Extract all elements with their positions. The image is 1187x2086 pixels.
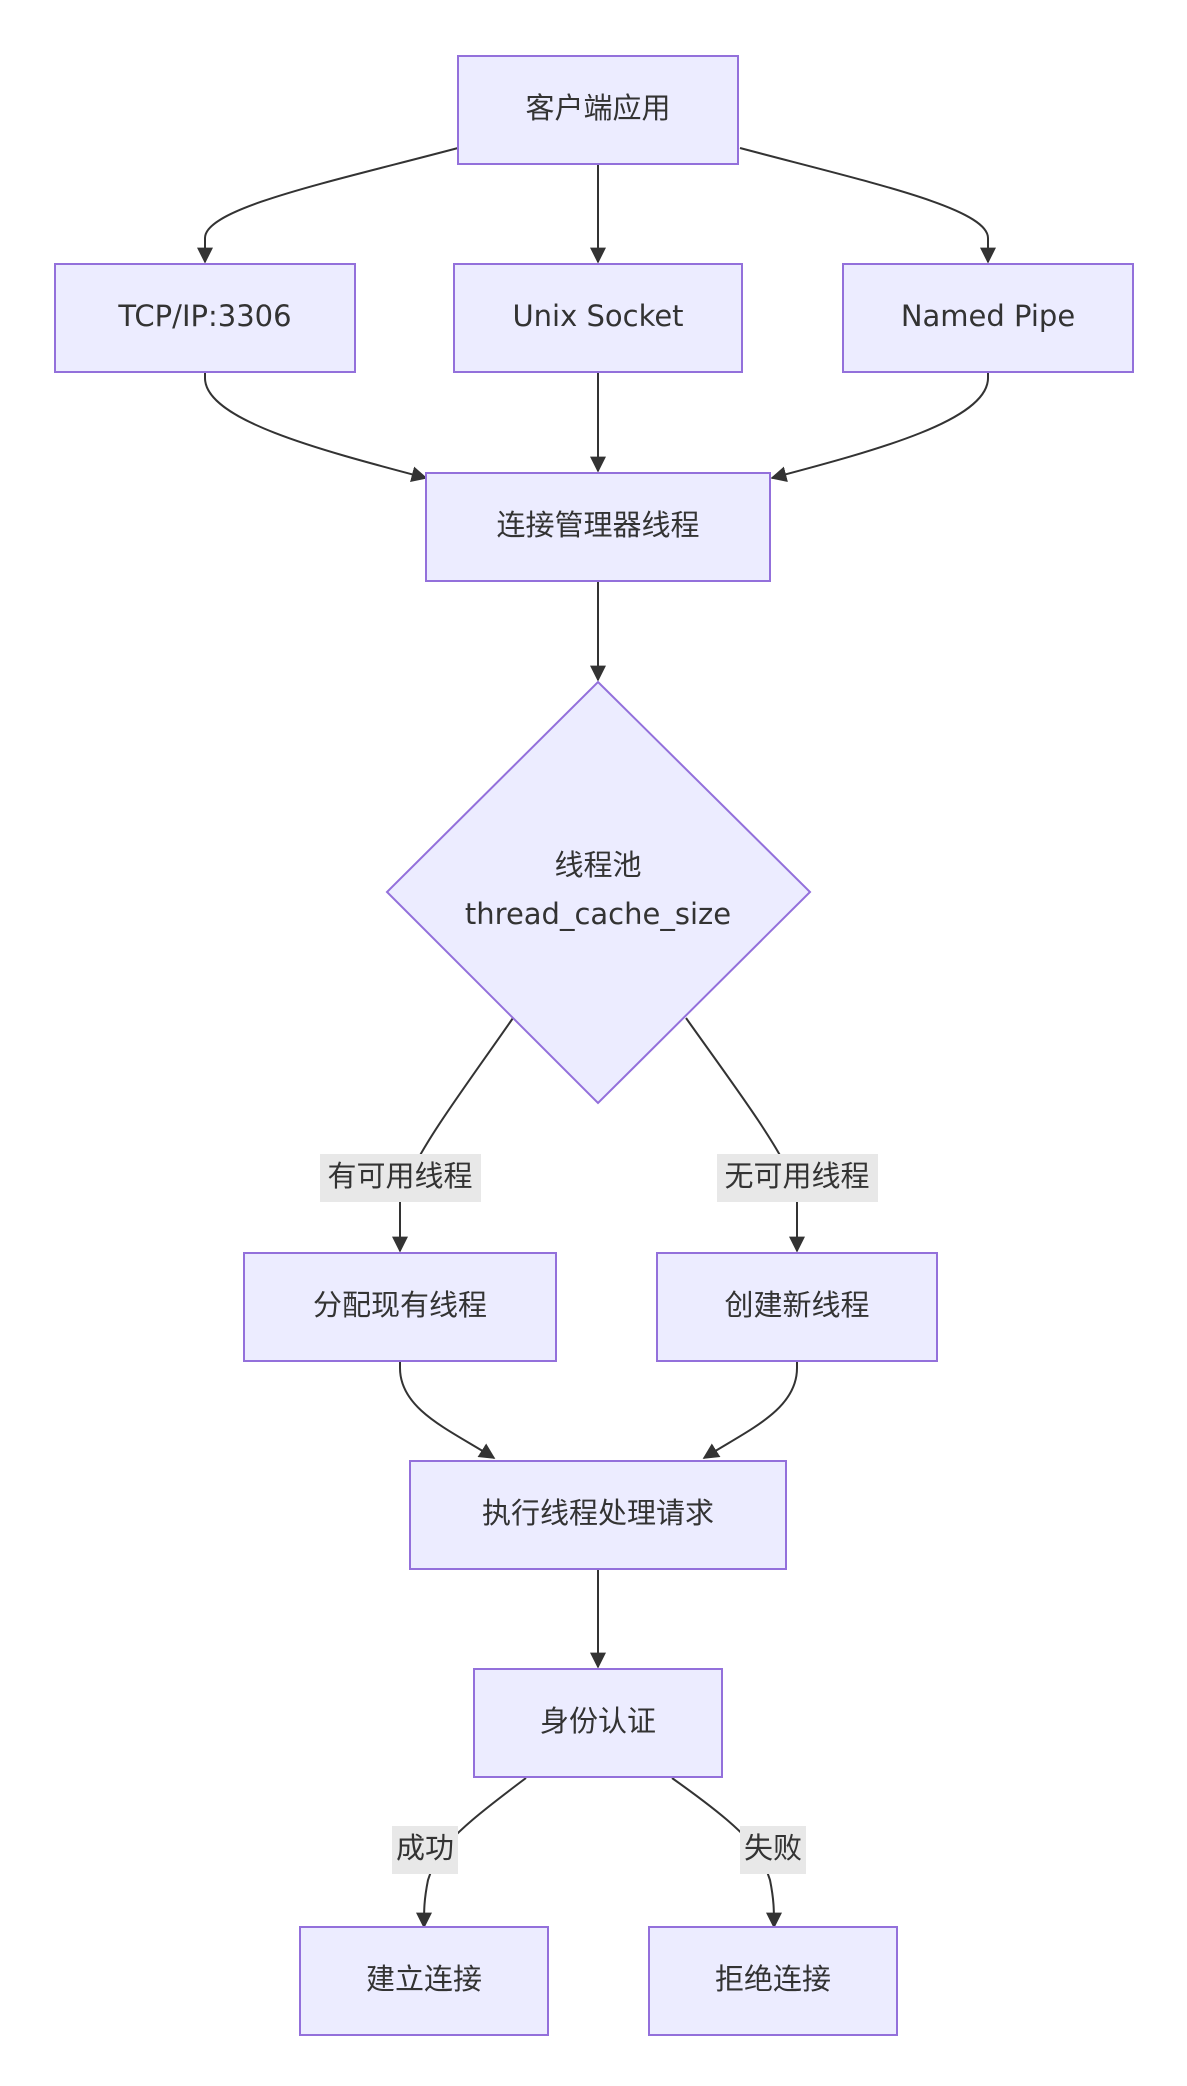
- edge-label-success: 成功: [396, 1831, 454, 1865]
- node-thread-pool-decision[interactable]: 线程池 thread_cache_size: [385, 680, 812, 1105]
- node-establish-connection-box: [299, 1926, 549, 2036]
- node-reject-connection[interactable]: 拒绝连接: [648, 1926, 898, 2036]
- node-unix-socket-label: Unix Socket: [512, 299, 683, 333]
- node-establish-connection[interactable]: 建立连接: [299, 1926, 549, 2036]
- node-unix-socket-box: [453, 263, 743, 373]
- node-connection-manager-box: [425, 472, 771, 582]
- node-connection-manager[interactable]: 连接管理器线程: [425, 472, 771, 582]
- node-assign-existing-thread-label: 分配现有线程: [313, 1288, 487, 1322]
- node-connection-manager-label: 连接管理器线程: [496, 508, 699, 542]
- node-execute-request-label: 执行线程处理请求: [482, 1496, 714, 1530]
- node-authentication-box: [473, 1668, 723, 1778]
- edge-client-to-tcp: [197, 147, 459, 264]
- edge-create-new-to-execute: [702, 1361, 798, 1459]
- node-named-pipe[interactable]: Named Pipe: [842, 263, 1134, 373]
- edge-assign-existing-to-execute: [399, 1361, 496, 1459]
- edge-client-to-pipe: [739, 147, 996, 264]
- edge-thread-pool-to-create-new: [685, 1017, 805, 1253]
- node-thread-pool-label-line2: thread_cache_size: [465, 897, 731, 931]
- node-authentication-label: 身份认证: [540, 1704, 656, 1738]
- node-create-new-thread-box: [656, 1252, 938, 1362]
- edge-thread-pool-to-assign-existing: [392, 1017, 514, 1253]
- edge-pipe-to-conn-manager: [770, 373, 989, 483]
- edge-label-failure: 失败: [744, 1831, 802, 1865]
- node-thread-pool-diamond: [385, 680, 812, 1105]
- node-reject-connection-label: 拒绝连接: [715, 1962, 831, 1996]
- node-client-app[interactable]: 客户端应用: [457, 55, 739, 165]
- node-create-new-thread-label: 创建新线程: [724, 1288, 869, 1322]
- node-establish-connection-label: 建立连接: [366, 1962, 482, 1996]
- node-create-new-thread[interactable]: 创建新线程: [656, 1252, 938, 1362]
- node-tcp-ip-label: TCP/IP:3306: [117, 299, 291, 333]
- node-reject-connection-box: [648, 1926, 898, 2036]
- edge-label-no-thread: 无可用线程: [724, 1159, 869, 1193]
- node-tcp-ip[interactable]: TCP/IP:3306: [54, 263, 356, 373]
- node-tcp-ip-box: [54, 263, 356, 373]
- edge-tcp-to-conn-manager: [204, 373, 428, 483]
- edge-label-bg-has-thread: [320, 1154, 481, 1202]
- node-thread-pool-label-line1: 线程池: [554, 848, 641, 882]
- edge-label-bg-failure: [740, 1826, 806, 1874]
- node-unix-socket[interactable]: Unix Socket: [453, 263, 743, 373]
- node-named-pipe-label: Named Pipe: [901, 299, 1075, 333]
- nodes: 客户端应用 TCP/IP:3306 Unix Socket Named Pipe…: [54, 55, 1134, 2036]
- edge-label-has-thread: 有可用线程: [327, 1159, 472, 1193]
- node-authentication[interactable]: 身份认证: [473, 1668, 723, 1778]
- node-execute-request[interactable]: 执行线程处理请求: [409, 1460, 787, 1570]
- edge-label-bg-success: [392, 1826, 458, 1874]
- node-client-app-label: 客户端应用: [525, 91, 670, 125]
- node-execute-request-box: [409, 1460, 787, 1570]
- node-assign-existing-thread-box: [243, 1252, 557, 1362]
- edge-label-bg-no-thread: [717, 1154, 878, 1202]
- node-named-pipe-box: [842, 263, 1134, 373]
- edge-labels: 有可用线程 无可用线程 成功 失败: [320, 1154, 878, 1874]
- node-assign-existing-thread[interactable]: 分配现有线程: [243, 1252, 557, 1362]
- node-client-app-box: [457, 55, 739, 165]
